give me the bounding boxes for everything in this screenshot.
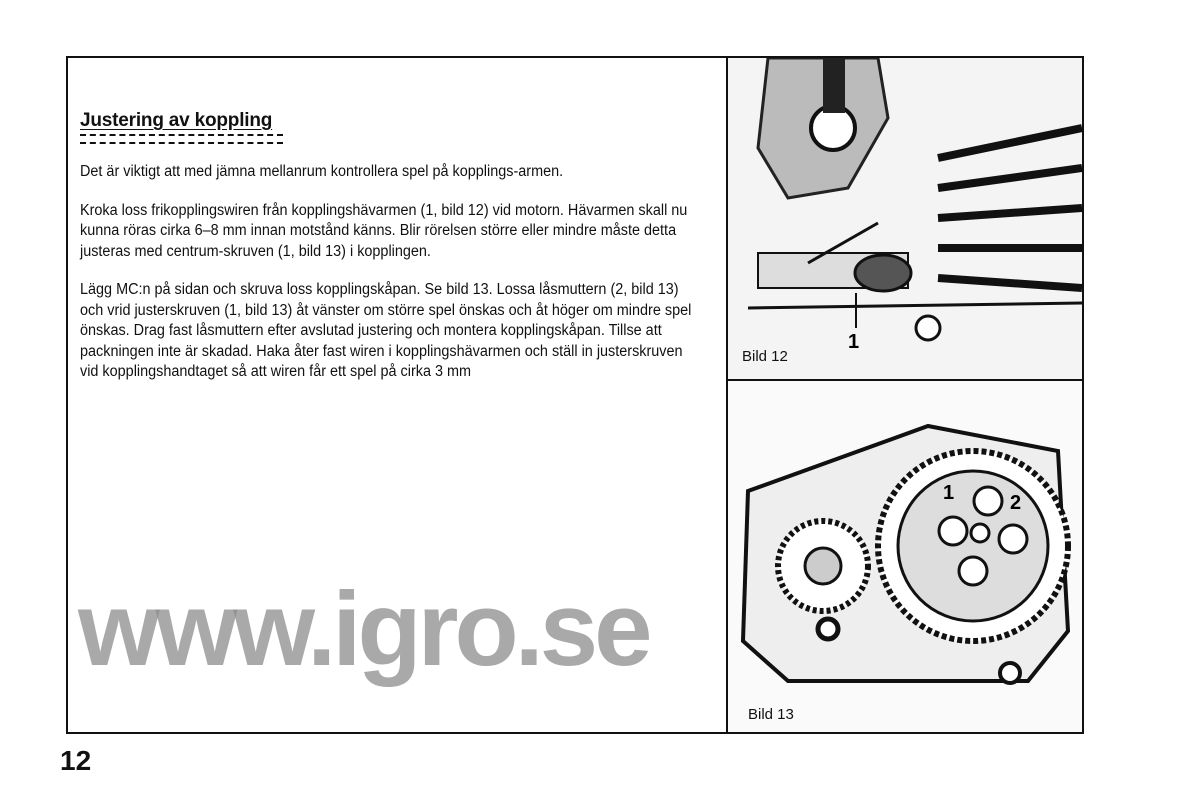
page-frame: [66, 56, 1084, 734]
paragraph: Det är viktigt att med jämna mellanrum k…: [80, 163, 564, 180]
paragraph: Kroka loss frikopplingswiren från koppli…: [80, 201, 688, 260]
caption-bild-13: Bild 13: [748, 706, 794, 723]
text-column: Justering av koppling Det är viktigt att…: [80, 110, 691, 383]
clutch-lever-photo: 1: [728, 58, 1082, 379]
callout-1: 1: [943, 482, 954, 504]
paragraph: Lägg MC:n på sidan och skruva loss koppl…: [80, 281, 692, 380]
figure-divider: [726, 379, 1084, 381]
page-number: 12: [60, 745, 92, 776]
figure-bild-12: 1 Bild 12: [728, 58, 1082, 379]
figure-bild-13: 1 2 Bild 13: [728, 381, 1082, 732]
section-heading: Justering av koppling: [80, 110, 273, 131]
heading-double-underline: [80, 134, 283, 144]
callout-1: 1: [848, 331, 859, 353]
callout-2: 2: [1010, 492, 1021, 514]
column-divider: [726, 56, 728, 734]
caption-bild-12: Bild 12: [742, 348, 788, 365]
clutch-cover-photo: 1 2: [728, 381, 1082, 732]
